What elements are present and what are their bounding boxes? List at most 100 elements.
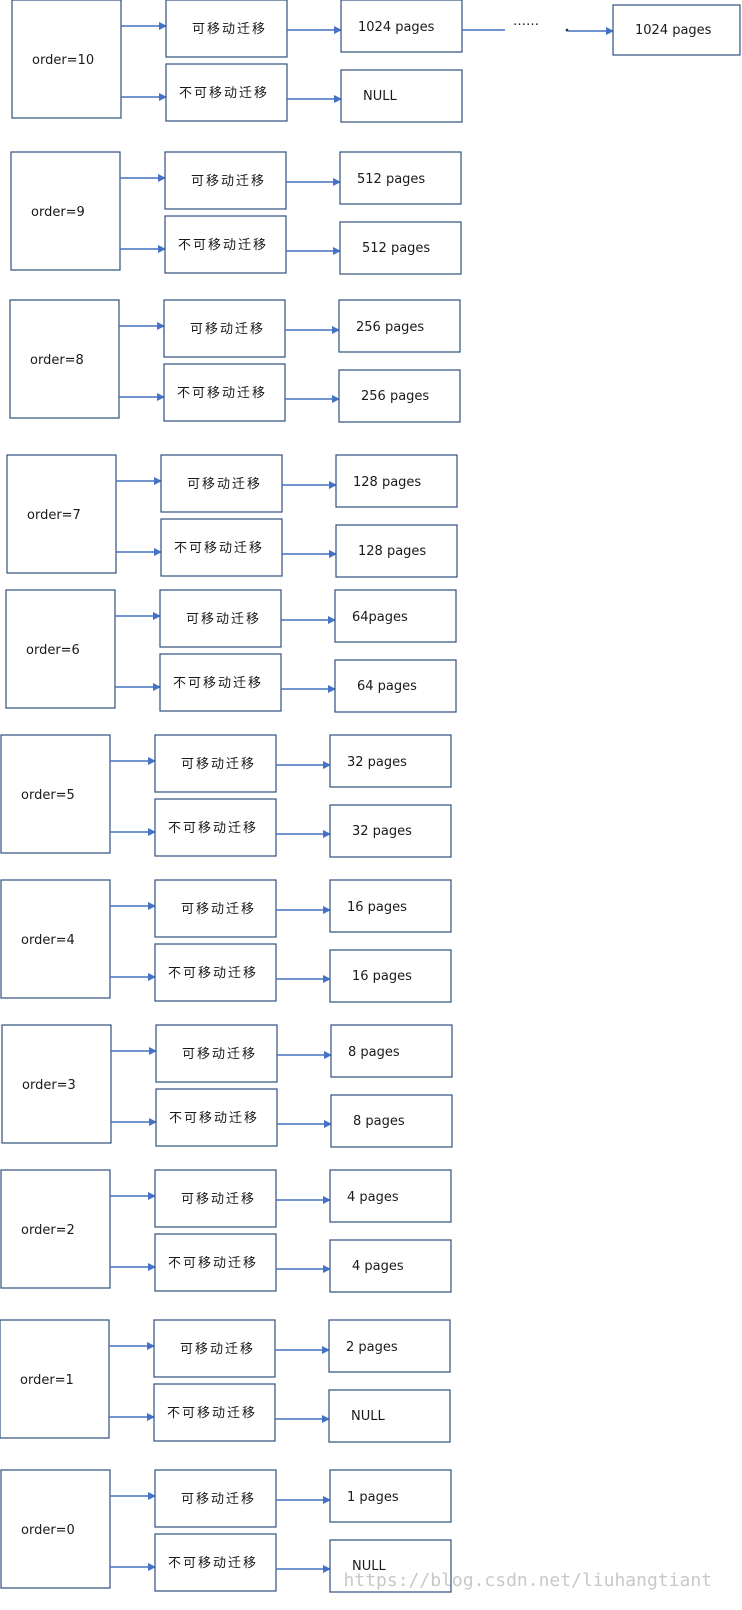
order-box <box>6 454 117 574</box>
unmovable-box <box>153 1383 276 1442</box>
movable-label: 可移动迁移 <box>181 757 256 772</box>
movable-box <box>163 299 286 358</box>
movable-box <box>160 454 283 513</box>
movable-value-box <box>338 299 461 353</box>
movable-value-label: 128 pages <box>353 475 421 490</box>
movable-box <box>154 1169 277 1228</box>
movable-value-label: 1 pages <box>347 1490 399 1505</box>
movable-value-label: 16 pages <box>347 900 407 915</box>
unmovable-label: 不可移动迁移 <box>168 1556 258 1571</box>
order-label: order=10 <box>32 53 94 68</box>
order-label: order=5 <box>21 788 75 803</box>
movable-value-box <box>330 1024 453 1078</box>
movable-value-box <box>328 1319 451 1373</box>
unmovable-box <box>164 215 287 274</box>
movable-box <box>159 589 282 648</box>
order-box <box>0 1169 111 1289</box>
unmovable-value-box <box>330 1094 453 1148</box>
unmovable-value-label: 4 pages <box>352 1259 404 1274</box>
movable-label: 可移动迁移 <box>192 22 267 37</box>
order-label: order=9 <box>31 205 85 220</box>
unmovable-box <box>163 363 286 422</box>
unmovable-label: 不可移动迁移 <box>179 86 269 101</box>
movable-value-label: 64pages <box>352 610 408 625</box>
movable-box <box>164 151 287 210</box>
unmovable-value-label: NULL <box>351 1409 385 1424</box>
unmovable-value-box <box>339 221 462 275</box>
movable-label: 可移动迁移 <box>181 902 256 917</box>
movable-label: 可移动迁移 <box>180 1342 255 1357</box>
unmovable-value-label: NULL <box>352 1559 386 1574</box>
movable-value-label: 4 pages <box>347 1190 399 1205</box>
order-box <box>0 734 111 854</box>
movable-label: 可移动迁移 <box>187 477 262 492</box>
movable-value-box <box>329 734 452 788</box>
unmovable-box <box>160 518 283 577</box>
unmovable-value-label: 128 pages <box>358 544 426 559</box>
order-label: order=6 <box>26 643 80 658</box>
movable-box <box>154 1469 277 1528</box>
movable-box <box>154 879 277 938</box>
order-box <box>11 0 122 119</box>
unmovable-value-box <box>329 949 452 1003</box>
order-box <box>1 1024 112 1144</box>
movable-label: 可移动迁移 <box>181 1192 256 1207</box>
movable-box <box>153 1319 276 1378</box>
unmovable-value-box <box>335 524 458 578</box>
chain-layer: …… 1024 pages <box>462 4 741 56</box>
unmovable-label: 不可移动迁移 <box>168 821 258 836</box>
unmovable-value-label: 16 pages <box>352 969 412 984</box>
order-box <box>10 151 121 271</box>
unmovable-box <box>154 1233 277 1292</box>
order-box <box>0 1469 111 1589</box>
movable-value-box <box>329 1169 452 1223</box>
movable-value-label: 32 pages <box>347 755 407 770</box>
order-box <box>0 1319 110 1439</box>
chain-last-box <box>612 4 741 56</box>
chain-ellipsis: …… <box>513 14 539 29</box>
movable-value-box <box>329 1469 452 1523</box>
movable-value-box <box>334 589 457 643</box>
movable-label: 可移动迁移 <box>190 322 265 337</box>
unmovable-label: 不可移动迁移 <box>177 386 267 401</box>
unmovable-label: 不可移动迁移 <box>168 1256 258 1271</box>
unmovable-value-label: 32 pages <box>352 824 412 839</box>
unmovable-value-label: 8 pages <box>353 1114 405 1129</box>
order-label: order=8 <box>30 353 84 368</box>
order-label: order=3 <box>22 1078 76 1093</box>
order-label: order=1 <box>20 1373 74 1388</box>
movable-box <box>165 0 288 58</box>
unmovable-label: 不可移动迁移 <box>178 238 268 253</box>
unmovable-box <box>154 943 277 1002</box>
unmovable-box <box>154 1533 277 1592</box>
movable-value-label: 256 pages <box>356 320 424 335</box>
unmovable-value-box <box>338 369 461 423</box>
unmovable-value-box <box>329 1539 452 1593</box>
unmovable-value-box <box>329 804 452 858</box>
movable-value-box <box>340 0 463 53</box>
order-label: order=4 <box>21 933 75 948</box>
order-box <box>9 299 120 419</box>
unmovable-value-label: 256 pages <box>361 389 429 404</box>
movable-box <box>155 1024 278 1083</box>
order-label: order=0 <box>21 1523 75 1538</box>
movable-value-label: 8 pages <box>348 1045 400 1060</box>
unmovable-value-box <box>340 69 463 123</box>
order-label: order=7 <box>27 508 81 523</box>
unmovable-box <box>155 1088 278 1147</box>
unmovable-value-box <box>329 1239 452 1293</box>
order-box <box>5 589 116 709</box>
movable-value-box <box>335 454 458 508</box>
